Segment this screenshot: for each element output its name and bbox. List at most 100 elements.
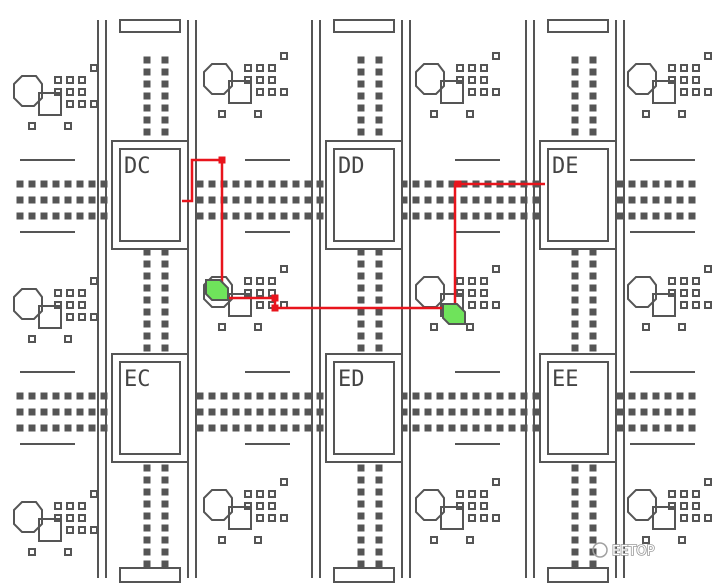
pin-square: [668, 64, 676, 72]
horizontal-track-node: [40, 196, 48, 204]
vertical-track-node: [161, 332, 169, 340]
horizontal-track-node: [88, 424, 96, 432]
horizontal-track-node: [256, 424, 264, 432]
vertical-track-node: [375, 272, 383, 280]
pin-square: [468, 64, 476, 72]
vertical-track-node: [143, 476, 151, 484]
route-node: [271, 294, 279, 302]
horizontal-track-node: [424, 212, 432, 220]
pin-square: [468, 514, 476, 522]
pin-square: [28, 122, 36, 130]
horizontal-track-node: [256, 408, 264, 416]
vertical-track-node: [357, 332, 365, 340]
horizontal-track-node: [496, 424, 504, 432]
pin-square: [480, 490, 488, 498]
block-label-ed: ED: [338, 367, 365, 392]
vertical-track-node: [161, 80, 169, 88]
pin-square: [28, 335, 36, 343]
pin-square: [456, 76, 464, 84]
vertical-track-node: [589, 332, 597, 340]
vertical-track-node: [589, 80, 597, 88]
horizontal-track-node: [28, 408, 36, 416]
vertical-track-node: [375, 56, 383, 64]
horizontal-track-node: [88, 408, 96, 416]
route-path: [182, 158, 545, 310]
horizontal-track-node: [448, 424, 456, 432]
horizontal-track-node: [424, 180, 432, 188]
vertical-track-node: [589, 476, 597, 484]
horizontal-track-node: [196, 392, 204, 400]
pin-square: [78, 289, 86, 297]
vertical-track-node: [143, 524, 151, 532]
horizontal-track-node: [40, 212, 48, 220]
horizontal-track-node: [268, 212, 276, 220]
vertical-track-node: [589, 272, 597, 280]
horizontal-track-node: [280, 424, 288, 432]
switch-box: [228, 506, 252, 530]
horizontal-track-node: [628, 424, 636, 432]
vertical-track-node: [589, 320, 597, 328]
horizontal-track-node: [100, 424, 108, 432]
horizontal-track-node: [40, 424, 48, 432]
pin-square: [492, 514, 500, 522]
horizontal-track-node: [508, 212, 516, 220]
pin-square: [66, 313, 74, 321]
pin-square: [280, 478, 288, 486]
vertical-track-node: [161, 68, 169, 76]
vertical-track-node: [375, 116, 383, 124]
horizontal-track-node: [100, 196, 108, 204]
horizontal-track-node: [280, 196, 288, 204]
vertical-track-node: [571, 80, 579, 88]
pin-square: [456, 277, 464, 285]
horizontal-track-node: [292, 180, 300, 188]
horizontal-track-node: [436, 408, 444, 416]
vertical-track-node: [571, 488, 579, 496]
pin-square: [456, 490, 464, 498]
vertical-track-node: [161, 104, 169, 112]
switch-box: [13, 501, 43, 533]
active-switch: [442, 303, 466, 325]
vertical-track-node: [357, 524, 365, 532]
vertical-track-node: [143, 488, 151, 496]
vertical-track-node: [571, 248, 579, 256]
horizontal-track-node: [472, 212, 480, 220]
pin-square: [704, 478, 712, 486]
pin-square: [256, 88, 264, 96]
vertical-track-node: [143, 344, 151, 352]
horizontal-track-node: [88, 196, 96, 204]
pin-square: [480, 502, 488, 510]
pin-square: [480, 88, 488, 96]
pin-square: [680, 277, 688, 285]
route-node: [218, 156, 226, 164]
pin-square: [468, 289, 476, 297]
active-switch: [205, 279, 229, 301]
vertical-track-node: [143, 68, 151, 76]
pin-square: [64, 548, 72, 556]
vertical-track-node: [375, 320, 383, 328]
pin-square: [244, 76, 252, 84]
horizontal-track-node: [532, 424, 540, 432]
pin-square: [268, 88, 276, 96]
horizontal-track-node: [496, 408, 504, 416]
vertical-track-node: [571, 500, 579, 508]
switch-box: [203, 63, 233, 95]
horizontal-track-node: [676, 392, 684, 400]
horizontal-track-node: [688, 392, 696, 400]
vertical-track-node: [143, 320, 151, 328]
pin-square: [680, 76, 688, 84]
pin-square: [268, 514, 276, 522]
vertical-track-node: [375, 308, 383, 316]
pin-square: [704, 52, 712, 60]
switch-box: [627, 63, 657, 95]
vertical-track-node: [357, 116, 365, 124]
pin-square: [480, 289, 488, 297]
horizontal-track-node: [304, 180, 312, 188]
horizontal-track-node: [76, 212, 84, 220]
vertical-track-node: [589, 560, 597, 568]
pin-square: [78, 313, 86, 321]
switch-box: [38, 92, 62, 116]
horizontal-track-node: [616, 408, 624, 416]
horizontal-track-node: [688, 180, 696, 188]
pin-square: [64, 122, 72, 130]
pin-square: [466, 323, 474, 331]
